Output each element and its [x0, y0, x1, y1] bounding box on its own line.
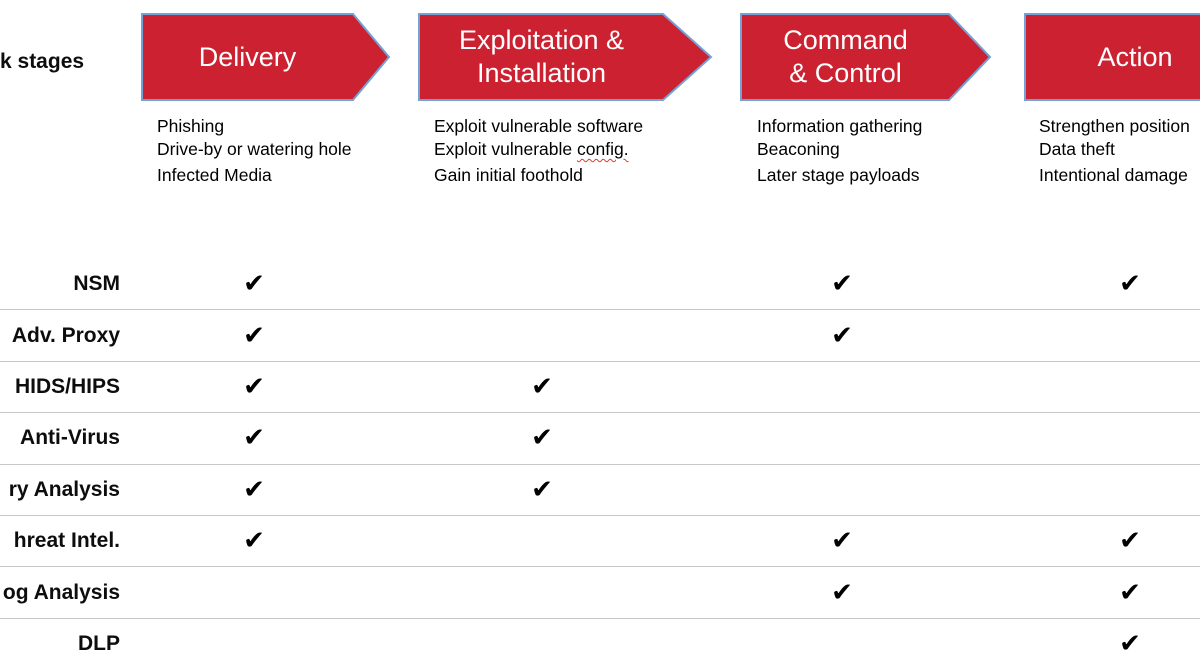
check-cell-command-control: ✔ [831, 269, 853, 300]
stage-title-action: Action [1097, 41, 1173, 72]
check-cell-delivery [224, 619, 284, 670]
check-cell-action [1100, 465, 1160, 515]
stage-title-delivery: Delivery [198, 41, 297, 72]
arrow-shape-icon [418, 13, 713, 101]
stage-title-command-control: Command & Control [783, 25, 908, 88]
check-cell-command-control [812, 413, 872, 463]
stage-arrow-action: Action [1024, 13, 1200, 101]
desc-line: Later stage payloads [757, 165, 920, 185]
misspelled-word: config. [577, 139, 629, 159]
check-cell-delivery: ✔ [243, 474, 265, 505]
check-cell-exploitation: ✔ [531, 423, 553, 454]
desc-line: Exploit vulnerable software [434, 116, 644, 136]
desc-line: Intentional damage [1039, 165, 1188, 185]
row-label: hreat Intel. [13, 529, 120, 553]
check-cell-command-control [812, 465, 872, 515]
desc-line: Beaconing [757, 139, 840, 159]
desc-line: Phishing [157, 116, 225, 136]
table-row-binary-analysis: ry Analysis ✔ ✔ [0, 465, 1200, 516]
arrow-shape-icon [141, 13, 391, 101]
controls-matrix: NSM ✔ ✔ ✔ Adv. Proxy ✔ ✔ HIDS/HIPS ✔ ✔ A… [0, 259, 1200, 670]
desc-line: Strengthen position [1039, 116, 1190, 136]
check-cell-exploitation [512, 567, 572, 617]
row-label: ry Analysis [8, 477, 120, 501]
desc-line: Gain initial foothold [434, 165, 583, 185]
row-label: NSM [73, 272, 120, 296]
check-cell-action [1100, 310, 1160, 360]
check-cell-command-control: ✔ [831, 320, 853, 351]
check-cell-delivery: ✔ [243, 423, 265, 454]
desc-line: Infected Media [157, 165, 272, 185]
check-cell-action: ✔ [1119, 629, 1141, 660]
stage-arrow-delivery: Delivery [141, 13, 391, 101]
check-cell-delivery: ✔ [243, 526, 265, 557]
check-cell-delivery: ✔ [243, 371, 265, 402]
check-cell-action: ✔ [1119, 577, 1141, 608]
table-row-log-analysis: og Analysis ✔ ✔ [0, 567, 1200, 619]
check-cell-command-control [812, 619, 872, 670]
row-label: DLP [78, 632, 120, 656]
check-cell-exploitation: ✔ [531, 474, 553, 505]
row-label: HIDS/HIPS [14, 374, 120, 398]
check-cell-action: ✔ [1119, 269, 1141, 300]
check-cell-command-control [812, 362, 872, 412]
stage-desc-command-control: Information gathering Beaconing Later st… [757, 115, 922, 187]
desc-line: Drive-by or watering hole [157, 139, 352, 159]
desc-line: Data theft [1039, 139, 1115, 159]
row-label: og Analysis [2, 580, 120, 604]
row-label: Anti-Virus [20, 426, 120, 450]
desc-text: Exploit vulnerable [434, 139, 577, 159]
check-cell-delivery: ✔ [243, 269, 265, 300]
check-cell-exploitation: ✔ [531, 371, 553, 402]
check-cell-action [1100, 362, 1160, 412]
table-row-anti-virus: Anti-Virus ✔ ✔ [0, 413, 1200, 465]
stage-desc-action: Strengthen position Data theft Intention… [1039, 115, 1190, 187]
table-row-dlp: DLP ✔ [0, 619, 1200, 670]
check-cell-exploitation [512, 310, 572, 360]
check-cell-delivery: ✔ [243, 320, 265, 351]
table-row-nsm: NSM ✔ ✔ ✔ [0, 259, 1200, 311]
table-row-threat-intel: hreat Intel. ✔ ✔ ✔ [0, 516, 1200, 568]
row-label: Adv. Proxy [11, 323, 120, 347]
stage-title-exploitation: Exploitation & Installation [458, 25, 625, 88]
attack-stages-label: k stages [0, 50, 85, 73]
table-row-adv-proxy: Adv. Proxy ✔ ✔ [0, 310, 1200, 362]
stage-desc-exploitation: Exploit vulnerable software Exploit vuln… [434, 115, 643, 187]
desc-line: Exploit vulnerable config. [434, 138, 643, 161]
desc-line: Information gathering [757, 116, 923, 136]
check-cell-delivery [224, 567, 284, 617]
check-cell-action [1100, 413, 1160, 463]
arrow-shape-icon [1024, 13, 1200, 101]
table-row-hids-hips: HIDS/HIPS ✔ ✔ [0, 362, 1200, 414]
stage-arrow-command-control: Command & Control [740, 13, 992, 101]
check-cell-exploitation [512, 259, 572, 309]
check-cell-command-control: ✔ [831, 577, 853, 608]
check-cell-command-control: ✔ [831, 526, 853, 557]
arrow-shape-icon [740, 13, 992, 101]
stage-desc-delivery: Phishing Drive-by or watering hole Infec… [157, 115, 352, 187]
check-cell-action: ✔ [1119, 526, 1141, 557]
stage-arrow-exploitation: Exploitation & Installation [418, 13, 713, 101]
check-cell-exploitation [512, 516, 572, 566]
check-cell-exploitation [512, 619, 572, 670]
